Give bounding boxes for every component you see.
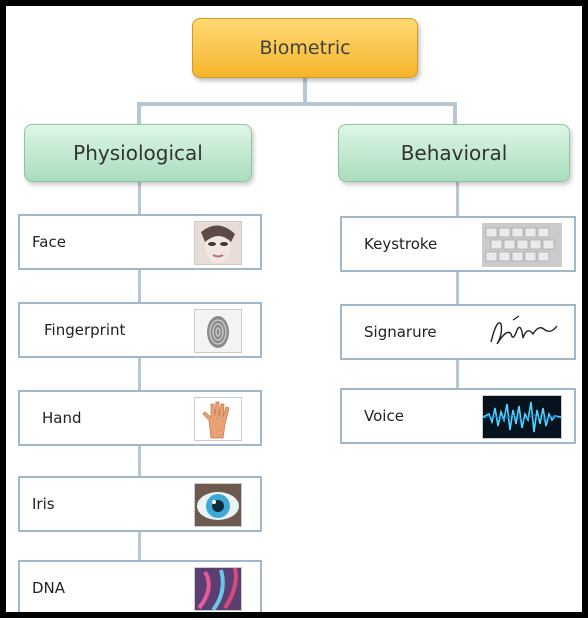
keyboard-icon [482,223,562,267]
category-label: Physiological [73,141,203,165]
iris-icon [194,483,242,527]
item-keystroke: Keystroke [340,216,576,272]
hand-icon [194,397,242,441]
root-node-biometric: Biometric [192,18,418,78]
item-label: Signarure [364,306,437,358]
item-label: Voice [364,390,404,442]
connector-to-physiological [137,102,141,126]
category-label: Behavioral [401,141,508,165]
item-label: DNA [32,562,65,614]
category-physiological: Physiological [24,124,252,182]
item-fingerprint: Fingerprint [18,302,262,358]
item-dna: DNA [18,560,262,616]
item-iris: Iris [18,476,262,532]
voice-waveform-icon [482,395,562,439]
signature-icon [482,311,562,355]
dna-icon [194,567,242,611]
connector-behavioral-spine [456,180,459,394]
root-node-label: Biometric [259,37,350,59]
category-behavioral: Behavioral [338,124,570,182]
item-hand: Hand [18,390,262,446]
item-face: Face [18,214,262,270]
item-label: Hand [42,392,82,444]
item-voice: Voice [340,388,576,444]
connector-horizontal [137,102,457,106]
fingerprint-icon [194,309,242,353]
item-label: Iris [32,478,55,530]
item-label: Keystroke [364,218,437,270]
item-label: Fingerprint [44,304,125,356]
connector-root-down [303,76,307,104]
face-icon [194,221,242,265]
connector-to-behavioral [453,102,457,126]
item-label: Face [32,216,66,268]
item-signature: Signarure [340,304,576,360]
